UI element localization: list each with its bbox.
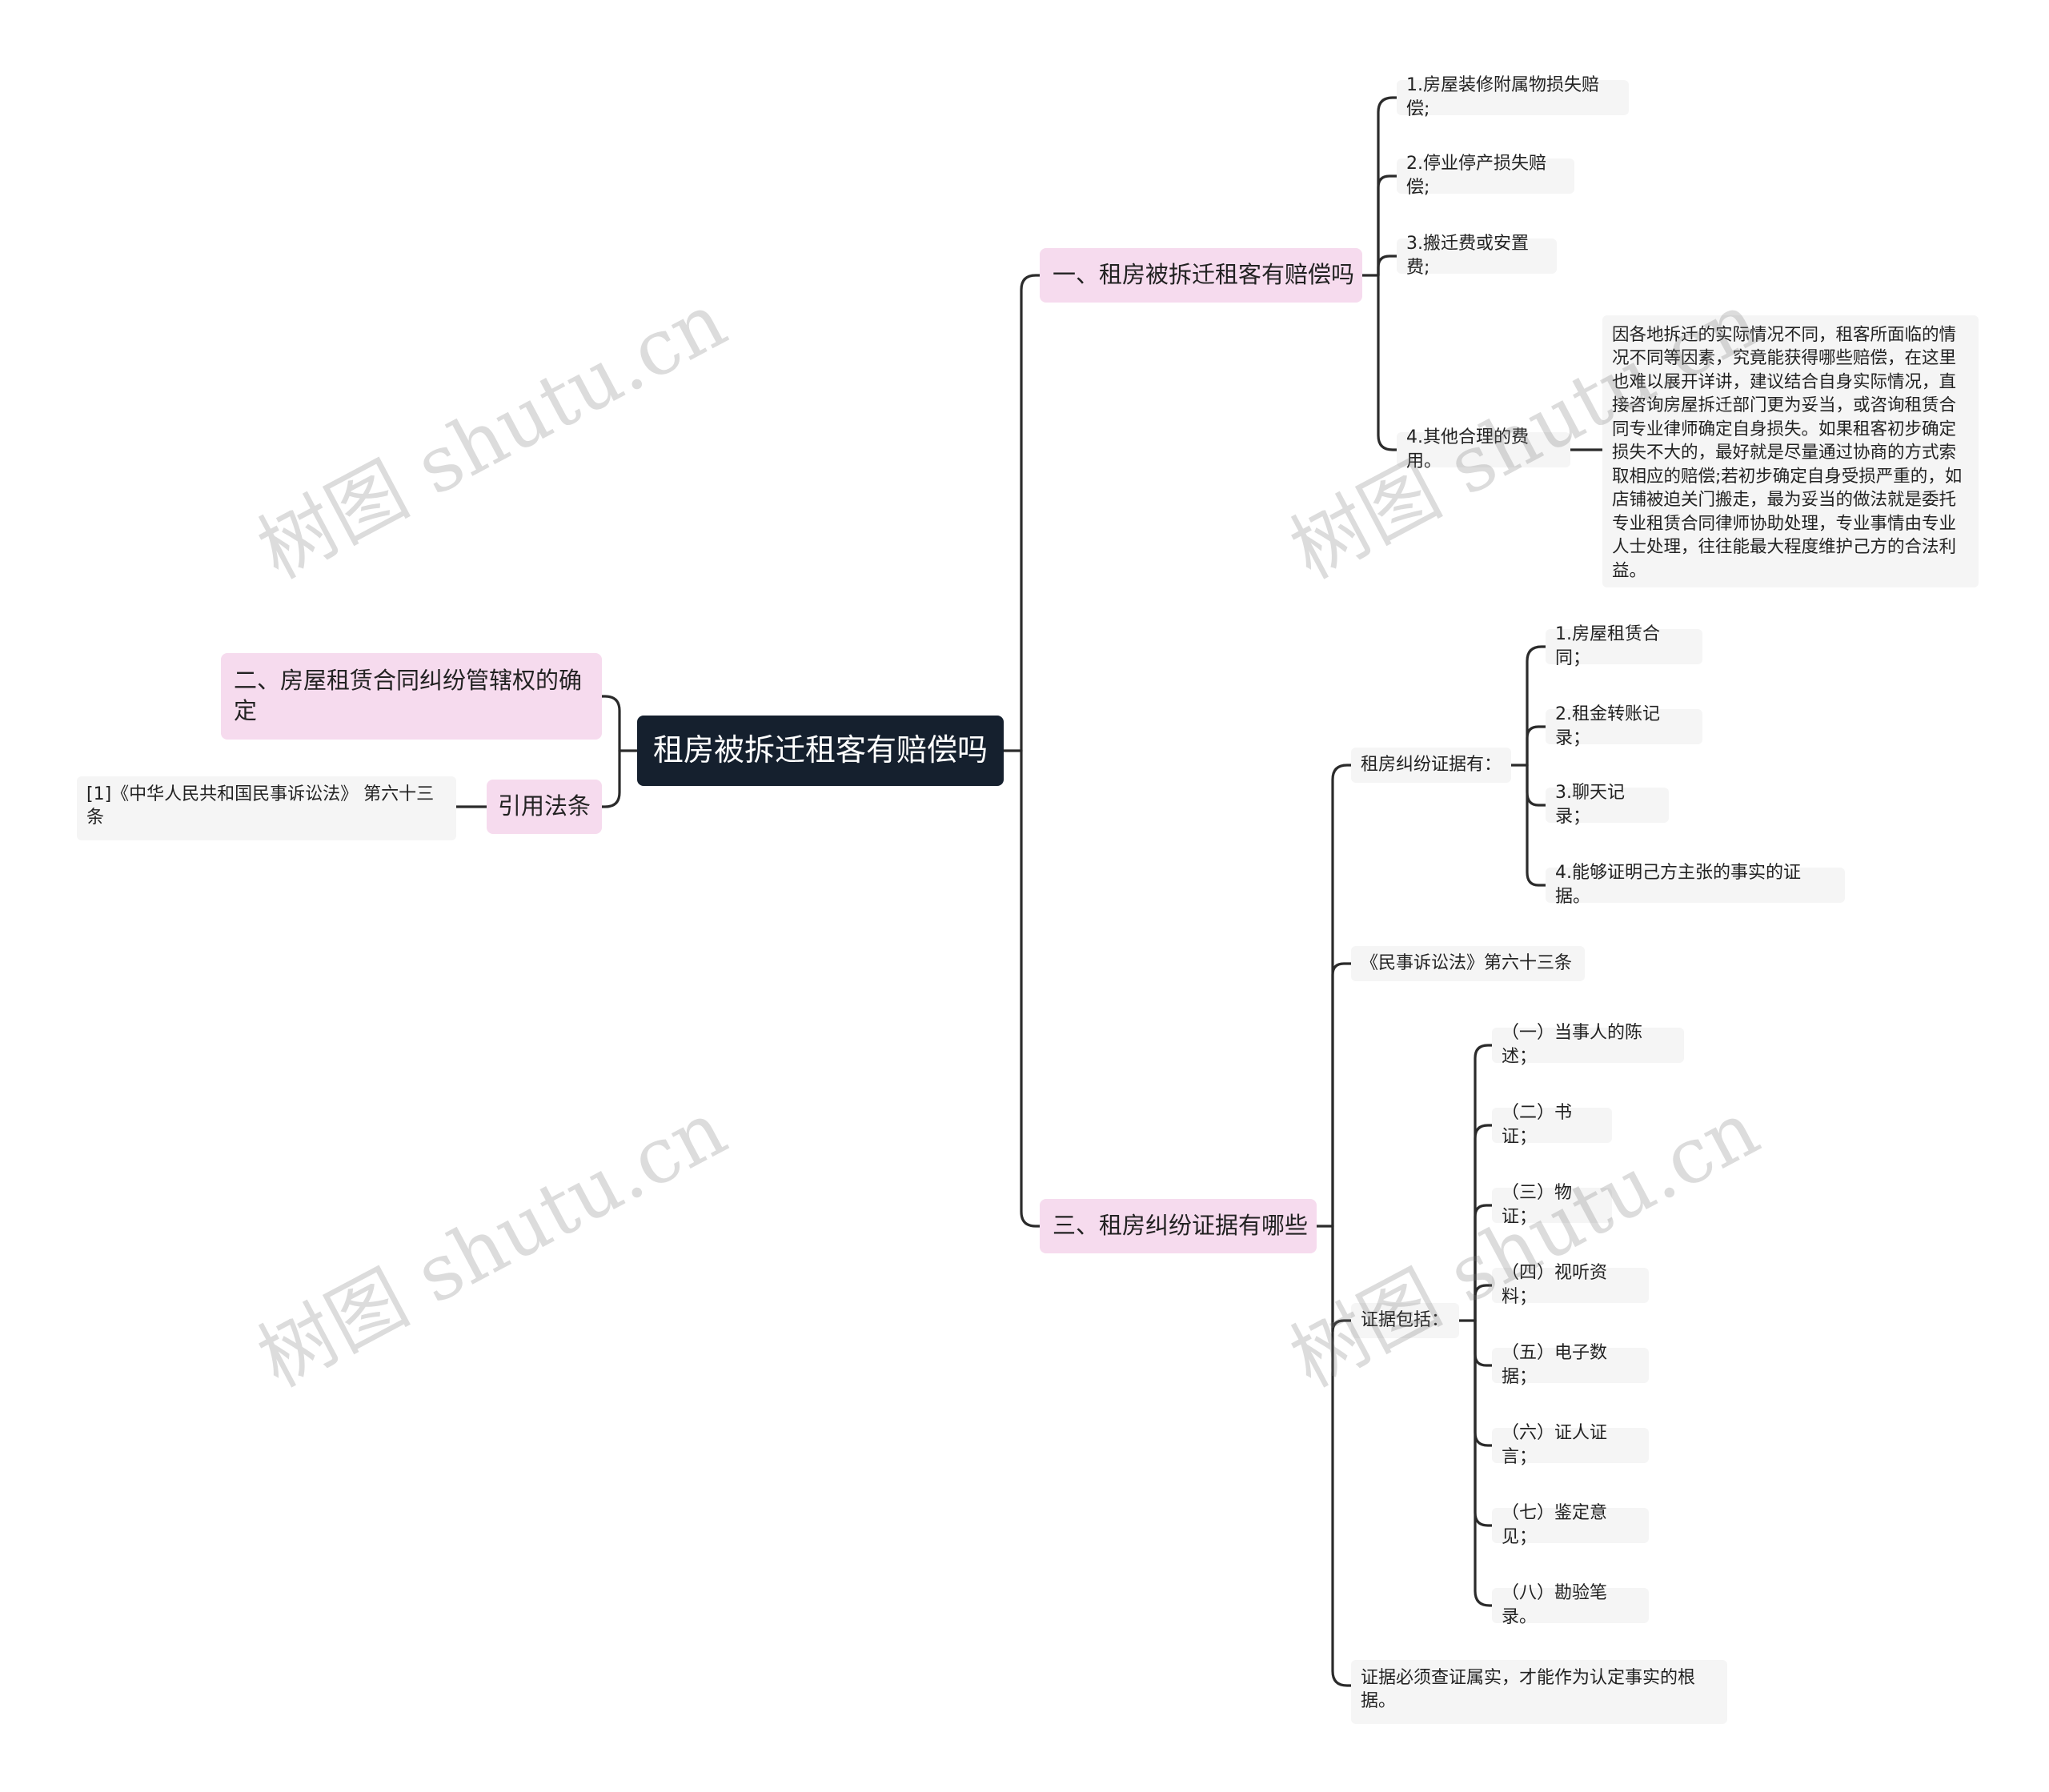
evidence-label-text: 租房纠纷证据有：: [1361, 755, 1502, 776]
root-topic-label: 租房被拆迁租客有赔偿吗: [652, 732, 988, 768]
includes-item[interactable]: （一）当事人的陈述；: [1492, 1023, 1684, 1067]
includes-item-label: （五）电子数据；: [1502, 1343, 1608, 1387]
law-reference[interactable]: 《民事诉讼法》第六十三条: [1351, 946, 1585, 981]
includes-item[interactable]: （三）物证；: [1492, 1183, 1612, 1227]
compensation-note[interactable]: 因各地拆迁的实际情况不同，租客所面临的情况不同等因素，究竟能获得哪些赔偿，在这里…: [1602, 315, 1979, 587]
compensation-item-label: 3.搬迁费或安置费;: [1406, 234, 1529, 278]
evidence-label[interactable]: 租房纠纷证据有：: [1351, 748, 1511, 783]
branch-jurisdiction[interactable]: 二、房屋租赁合同纠纷管辖权的确定: [221, 653, 602, 740]
citation-item-label: [1]《中华人民共和国民事诉讼法》 第六十三条: [86, 784, 435, 828]
branch-evidence[interactable]: 三、租房纠纷证据有哪些: [1040, 1199, 1317, 1253]
includes-item[interactable]: （五）电子数据；: [1492, 1343, 1649, 1387]
compensation-item[interactable]: 2.停业停产损失赔偿;: [1397, 154, 1574, 198]
evidence-conclusion[interactable]: 证据必须查证属实，才能作为认定事实的根据。: [1351, 1660, 1727, 1724]
includes-item-label: （六）证人证言；: [1502, 1423, 1608, 1467]
root-topic[interactable]: 租房被拆迁租客有赔偿吗: [637, 716, 1004, 786]
compensation-note-text: 因各地拆迁的实际情况不同，租客所面临的情况不同等因素，究竟能获得哪些赔偿，在这里…: [1612, 325, 1963, 581]
includes-item[interactable]: （二）书证；: [1492, 1103, 1612, 1147]
includes-item-label: （七）鉴定意见；: [1502, 1503, 1608, 1547]
citation-item[interactable]: [1]《中华人民共和国民事诉讼法》 第六十三条: [77, 776, 456, 840]
evidence-item[interactable]: 3.聊天记录；: [1546, 783, 1669, 827]
compensation-item-label: 2.停业停产损失赔偿;: [1406, 154, 1546, 198]
includes-item[interactable]: （六）证人证言；: [1492, 1423, 1649, 1467]
branch-citation[interactable]: 引用法条: [487, 780, 602, 834]
includes-item-label: （二）书证；: [1502, 1103, 1573, 1147]
law-reference-label: 《民事诉讼法》第六十三条: [1361, 953, 1573, 974]
compensation-item[interactable]: 3.搬迁费或安置费;: [1397, 234, 1557, 278]
includes-item-label: （八）勘验笔录。: [1502, 1583, 1608, 1627]
branch-evidence-label: 三、租房纠纷证据有哪些: [1053, 1212, 1309, 1240]
evidence-item[interactable]: 4.能够证明己方主张的事实的证据。: [1546, 863, 1845, 907]
includes-label[interactable]: 证据包括：: [1351, 1303, 1459, 1338]
evidence-conclusion-text: 证据必须查证属实，才能作为认定事实的根据。: [1361, 1668, 1696, 1711]
includes-item[interactable]: （四）视听资料；: [1492, 1263, 1649, 1307]
evidence-item-label: 2.租金转账记录；: [1555, 704, 1660, 748]
branch-jurisdiction-label: 二、房屋租赁合同纠纷管辖权的确定: [234, 667, 583, 724]
compensation-item[interactable]: 4.其他合理的费用。: [1397, 427, 1570, 471]
includes-item-label: （一）当事人的陈述；: [1502, 1023, 1643, 1067]
evidence-item-label: 1.房屋租赁合同；: [1555, 624, 1660, 668]
compensation-item[interactable]: 1.房屋装修附属物损失赔偿;: [1397, 75, 1629, 119]
includes-item-label: （三）物证；: [1502, 1183, 1573, 1227]
includes-item[interactable]: （八）勘验笔录。: [1492, 1583, 1649, 1627]
includes-item[interactable]: （七）鉴定意见；: [1492, 1503, 1649, 1547]
evidence-item[interactable]: 1.房屋租赁合同；: [1546, 624, 1702, 668]
branch-compensation-label: 一、租房被拆迁租客有赔偿吗: [1053, 261, 1355, 289]
evidence-item-label: 4.能够证明己方主张的事实的证据。: [1555, 863, 1801, 907]
branch-compensation[interactable]: 一、租房被拆迁租客有赔偿吗: [1040, 248, 1362, 303]
includes-item-label: （四）视听资料；: [1502, 1263, 1608, 1307]
includes-label-text: 证据包括：: [1361, 1310, 1450, 1331]
evidence-item-label: 3.聊天记录；: [1555, 783, 1625, 827]
branch-citation-label: 引用法条: [498, 792, 591, 820]
evidence-item[interactable]: 2.租金转账记录；: [1546, 704, 1702, 748]
compensation-item-label: 1.房屋装修附属物损失赔偿;: [1406, 75, 1599, 119]
compensation-item-label: 4.其他合理的费用。: [1406, 427, 1529, 471]
